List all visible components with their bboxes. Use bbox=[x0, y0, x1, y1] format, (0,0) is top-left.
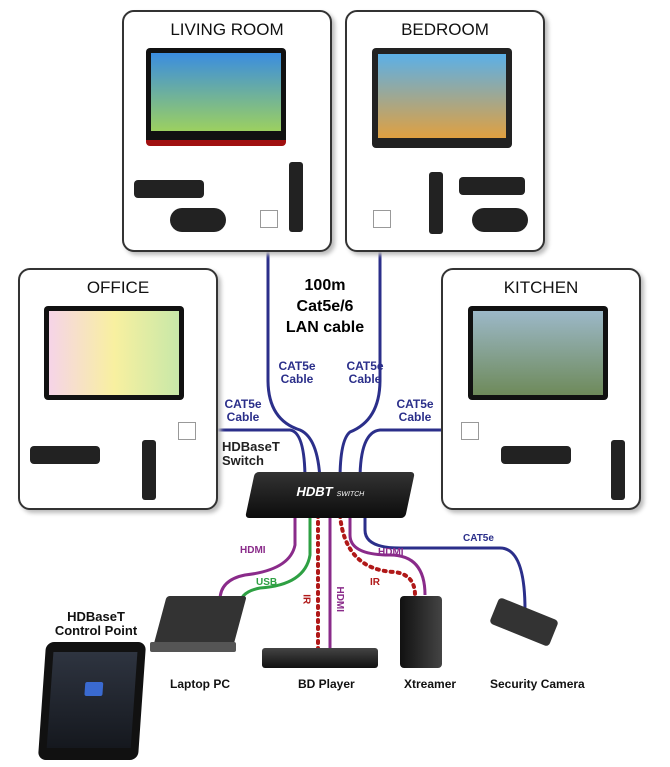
room-title: LIVING ROOM bbox=[170, 20, 284, 39]
remote bbox=[142, 440, 156, 500]
text: CAT5e bbox=[278, 359, 316, 373]
keyboard bbox=[501, 446, 571, 464]
wall-socket bbox=[260, 210, 278, 228]
monitor bbox=[44, 306, 184, 400]
label-ir-bd: IR bbox=[300, 594, 312, 605]
text: HDBaseT bbox=[67, 609, 125, 624]
tablet bbox=[37, 642, 147, 760]
remote bbox=[289, 162, 303, 232]
cable-kitchen bbox=[358, 428, 465, 481]
room-title: BEDROOM bbox=[401, 20, 489, 39]
switch-brand-sub: SWITCH bbox=[335, 491, 365, 498]
text: Control Point bbox=[54, 622, 138, 638]
keyboard bbox=[459, 177, 525, 195]
label-xtreamer: Xtreamer bbox=[404, 677, 457, 691]
room-living: LIVING ROOM bbox=[122, 10, 332, 252]
wall-socket bbox=[461, 422, 479, 440]
label-hdmi-bd: HDMI bbox=[334, 586, 346, 613]
bd-player bbox=[262, 648, 378, 668]
text: Cable bbox=[398, 409, 432, 424]
wall-socket bbox=[373, 210, 391, 228]
room-office: OFFICE bbox=[18, 268, 218, 510]
text: LAN cable bbox=[285, 318, 365, 336]
gamepad bbox=[170, 208, 226, 232]
room-bedroom: BEDROOM bbox=[345, 10, 545, 252]
cable-living bbox=[266, 222, 322, 481]
label-laptop: Laptop PC bbox=[170, 677, 230, 691]
room-title: OFFICE bbox=[86, 278, 150, 297]
keyboard bbox=[30, 446, 100, 464]
text: Switch bbox=[222, 452, 264, 468]
cable-office bbox=[185, 428, 307, 481]
cable-cat5e-camera bbox=[363, 510, 527, 611]
text: Cable bbox=[348, 371, 382, 386]
text: CAT5e bbox=[396, 397, 434, 411]
cable-hdmi-laptop bbox=[218, 515, 297, 601]
text: Cable bbox=[226, 409, 260, 424]
hdbt-switch: HDBT SWITCH bbox=[245, 472, 415, 518]
label-usb: USB bbox=[256, 577, 278, 588]
text: CAT5e bbox=[224, 397, 262, 411]
remote bbox=[429, 172, 443, 234]
laptop-base bbox=[150, 642, 236, 652]
tv bbox=[468, 306, 608, 400]
cable-ir-xtreamer bbox=[338, 513, 417, 597]
wall-socket bbox=[178, 422, 196, 440]
text: HDBaseT bbox=[222, 439, 280, 454]
label-cat5e-camera: CAT5e bbox=[463, 533, 494, 544]
main-cable-label: 100m Cat5e/6 LAN cable bbox=[270, 276, 380, 338]
label-bd-player: BD Player bbox=[298, 677, 355, 691]
text: 100m bbox=[304, 277, 346, 294]
room-kitchen: KITCHEN bbox=[441, 268, 641, 510]
tv bbox=[146, 48, 286, 146]
gamepad bbox=[472, 208, 528, 232]
laptop bbox=[153, 596, 247, 646]
cable-hdmi-xtreamer bbox=[348, 515, 427, 596]
label-ir-xtreamer: IR bbox=[370, 577, 380, 588]
switch-brand: HDBT bbox=[295, 484, 335, 499]
room-title: KITCHEN bbox=[503, 278, 579, 297]
tv bbox=[372, 48, 512, 148]
cable-bedroom bbox=[338, 222, 382, 481]
cable-usb-laptop bbox=[238, 515, 312, 606]
keyboard bbox=[134, 180, 204, 198]
label-hdmi-laptop: HDMI bbox=[240, 545, 266, 556]
remote bbox=[611, 440, 625, 500]
xtreamer bbox=[400, 596, 442, 668]
text: Cable bbox=[280, 371, 314, 386]
label-hdmi-xtreamer: HDMI bbox=[378, 547, 404, 558]
text: CAT5e bbox=[346, 359, 384, 373]
tablet-ok-button bbox=[84, 682, 104, 696]
label-security-camera: Security Camera bbox=[490, 677, 585, 691]
text: Cat5e/6 bbox=[296, 297, 354, 315]
